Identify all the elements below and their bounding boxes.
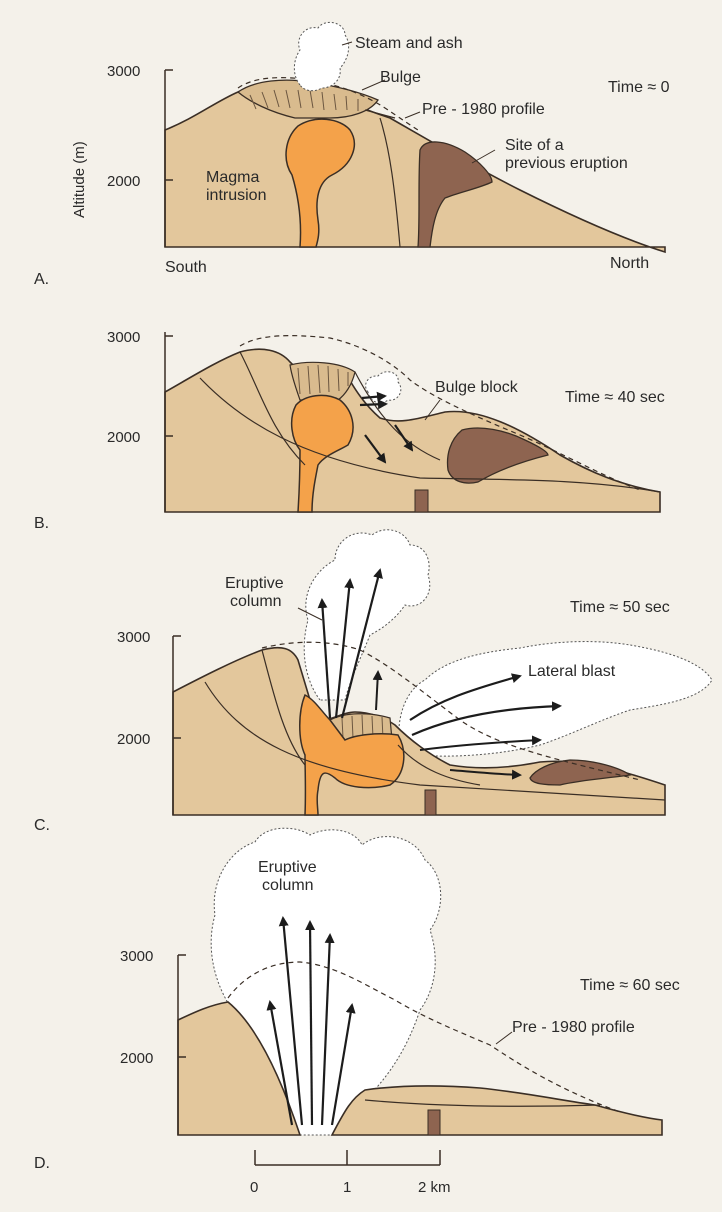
panel-d-tick-2000: 2000 bbox=[120, 1050, 153, 1067]
y-axis-label: Altitude (m) bbox=[71, 141, 88, 218]
steam-ash-label: Steam and ash bbox=[355, 35, 463, 52]
panel-d-pre1980-profile bbox=[227, 961, 621, 1113]
panel-d-column-line2: column bbox=[262, 877, 314, 894]
panel-b-tick-2000: 2000 bbox=[107, 429, 140, 446]
panel-a-time: Time ≈ 0 bbox=[608, 79, 670, 96]
north-label: North bbox=[610, 255, 649, 272]
panel-d-time: Time ≈ 60 sec bbox=[580, 977, 680, 994]
panel-c-time: Time ≈ 50 sec bbox=[570, 599, 670, 616]
panel-c-column-line2: column bbox=[230, 593, 282, 610]
panel-a-bulge bbox=[236, 79, 379, 119]
panel-b-time: Time ≈ 40 sec bbox=[565, 389, 665, 406]
site-label-line2: previous eruption bbox=[505, 155, 628, 172]
panel-b-tick-3000: 3000 bbox=[107, 329, 140, 346]
panel-d-column-line1: Eruptive bbox=[258, 859, 317, 876]
panel-c-letter: C. bbox=[34, 817, 50, 834]
panel-a-letter: A. bbox=[34, 271, 49, 288]
panel-d-tick-3000: 3000 bbox=[120, 948, 153, 965]
scale-tick-0: 0 bbox=[250, 1179, 258, 1196]
panel-a-magma bbox=[285, 118, 355, 248]
panel-a-pre1980-profile bbox=[237, 77, 419, 131]
panel-a-steam-cloud bbox=[293, 21, 350, 92]
magma-label-line1: Magma bbox=[206, 169, 259, 186]
panel-a-ground bbox=[164, 85, 666, 254]
panel-b-magma bbox=[290, 394, 354, 513]
site-label-line1: Site of a bbox=[505, 137, 564, 154]
panel-a-tick-3000: 3000 bbox=[107, 63, 140, 80]
panel-d: 3000 2000 Eruptive column Time ≈ 60 sec … bbox=[34, 827, 680, 1172]
south-label: South bbox=[165, 259, 207, 276]
panel-a: 3000 2000 Altitude (m) Steam and ash Bul… bbox=[34, 21, 670, 288]
panel-a-tick-2000: 2000 bbox=[107, 173, 140, 190]
panel-d-ground-right bbox=[330, 1085, 663, 1136]
scale-bar: 0 1 2 km bbox=[250, 1150, 451, 1196]
bulge-block-label: Bulge block bbox=[435, 379, 519, 396]
panel-a-old-eruption bbox=[417, 141, 493, 248]
panel-c-tick-3000: 3000 bbox=[117, 629, 150, 646]
pre1980-label-a: Pre - 1980 profile bbox=[422, 101, 545, 118]
pre1980-label-d: Pre - 1980 profile bbox=[512, 1019, 635, 1036]
panel-b: 3000 2000 Bulge block Time ≈ 40 sec B. bbox=[34, 329, 665, 532]
bulge-label: Bulge bbox=[380, 69, 421, 86]
panel-d-letter: D. bbox=[34, 1155, 50, 1172]
panel-c-magma bbox=[299, 693, 405, 816]
panel-b-ground bbox=[164, 348, 661, 513]
panel-c: 3000 2000 Eruptive column Time ≈ 50 sec … bbox=[34, 529, 713, 834]
panel-c-column-line1: Eruptive bbox=[225, 575, 284, 592]
panel-c-lateral-cloud bbox=[398, 641, 713, 757]
magma-label-line2: intrusion bbox=[206, 187, 266, 204]
scale-tick-2km: 2 km bbox=[418, 1179, 451, 1196]
panel-c-tick-2000: 2000 bbox=[117, 731, 150, 748]
panel-b-letter: B. bbox=[34, 515, 49, 532]
panel-c-eruptive-cloud bbox=[303, 529, 431, 701]
scale-tick-1: 1 bbox=[343, 1179, 351, 1196]
lateral-blast-label: Lateral blast bbox=[528, 663, 616, 680]
panel-d-ground-left bbox=[177, 1001, 302, 1136]
panel-b-old-eruption bbox=[446, 427, 549, 484]
